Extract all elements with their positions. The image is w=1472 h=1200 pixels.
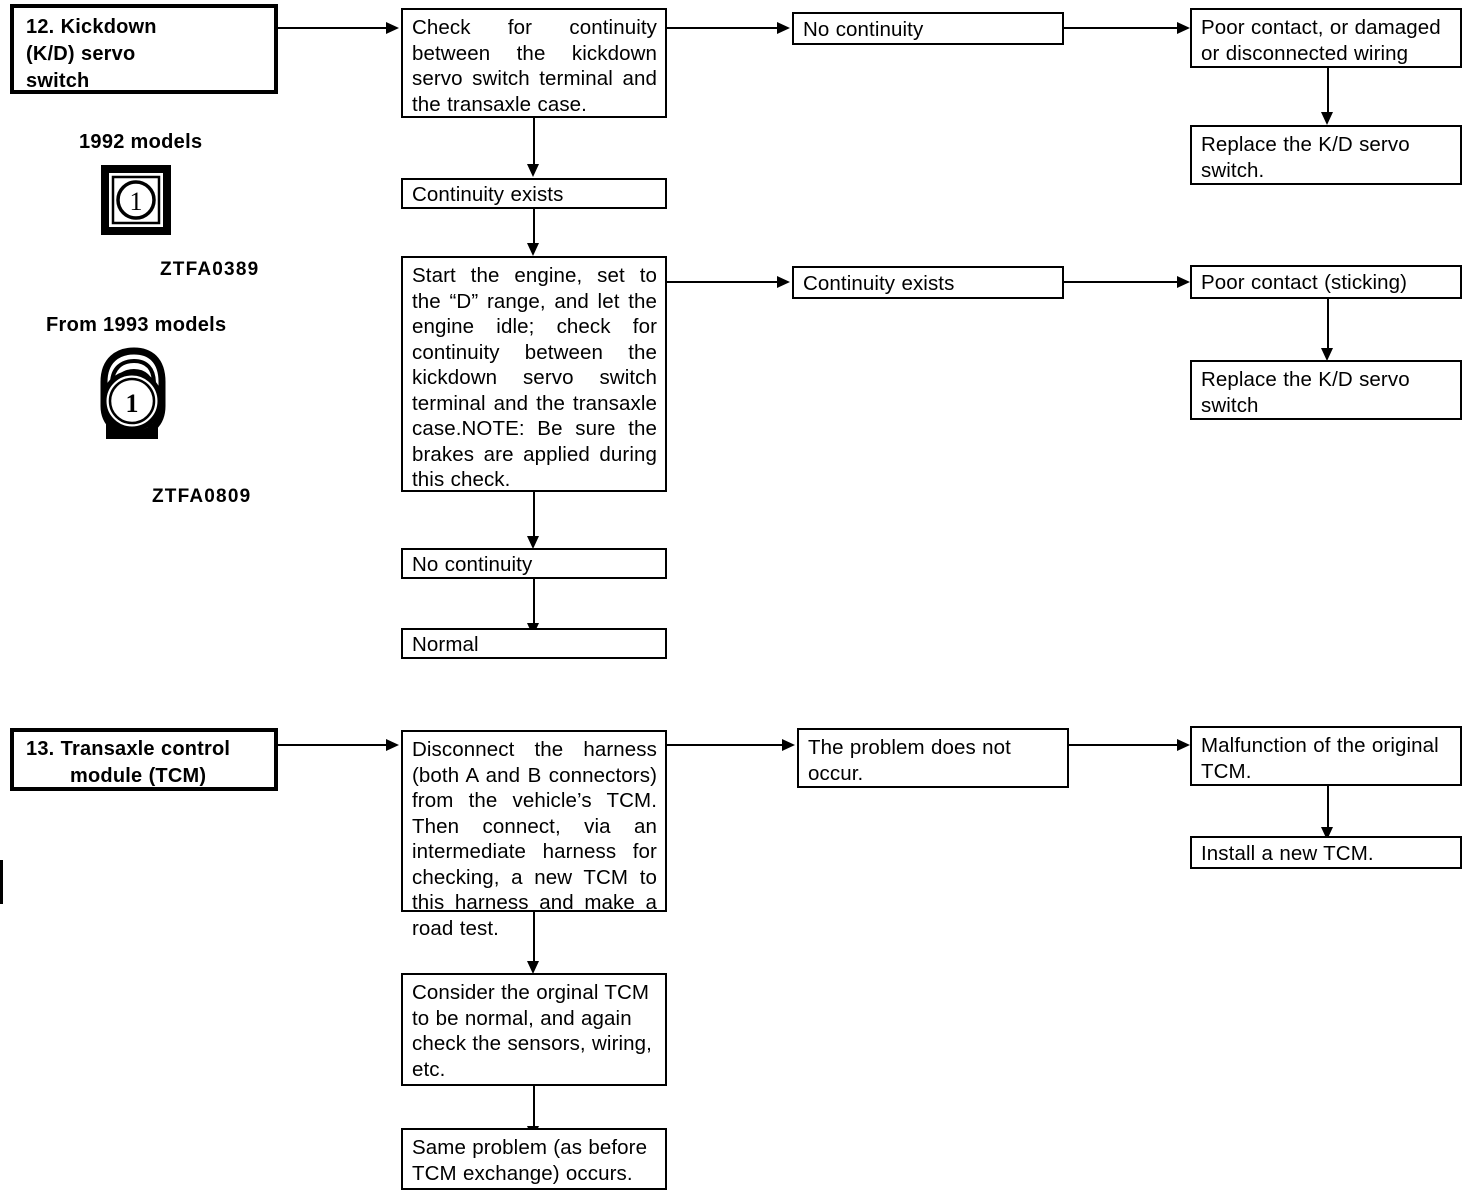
section-13-header-line-1: 13. Transaxle control (26, 738, 231, 760)
illustration-1992-caption: 1992 models (79, 131, 203, 153)
arrowhead-12-fault2-to-remedy2 (1321, 348, 1333, 361)
connector-12-nocontinuity-to-fault1 (1064, 27, 1177, 29)
box-12-continuity-exists-2: Continuity exists (792, 266, 1064, 299)
box-12-remedy-2: Replace the K/D servo switch (1190, 360, 1462, 420)
section-12-header-box: 12. Kickdown (K/D) servo switch (10, 4, 278, 94)
square-connector-icon: 1 (98, 162, 174, 243)
section-12-header-line-2: (K/D) servo (26, 43, 136, 65)
box-12-fault-2: Poor contact (sticking) (1190, 265, 1462, 299)
arrowhead-13-check1-to-consider (527, 961, 539, 974)
connector-13-consider-to-sameproblem (533, 1086, 535, 1130)
box-12-no-continuity: No continuity (792, 12, 1064, 45)
connector-13-fault1-to-remedy1 (1327, 786, 1329, 831)
box-12-normal: Normal (401, 628, 667, 659)
connector-13-result1-to-fault1 (1069, 744, 1177, 746)
connector-12-header-to-check1 (278, 27, 386, 29)
section-13-header-box: 13. Transaxle control module (TCM) (10, 728, 278, 791)
connector-12-continuity2-to-fault2 (1064, 281, 1177, 283)
connector-13-check1-to-consider (533, 912, 535, 964)
illustration-1992-code: ZTFA0389 (160, 259, 260, 280)
box-12-check-1: Check for continuity between the kickdow… (401, 8, 667, 118)
box-13-problem-not-occur: The problem does not occur. (797, 728, 1069, 788)
connector-13-check1-to-result1 (667, 744, 782, 746)
connector-12-check1-to-nocontinuity (667, 27, 777, 29)
round-connector-icon: 1 (84, 344, 178, 453)
arrowhead-12-check2-to-nocontinuity2 (527, 536, 539, 549)
arrowhead-12-check1-to-continuity (527, 164, 539, 177)
box-12-continuity-exists: Continuity exists (401, 178, 667, 209)
section-12-header-line-1: 12. Kickdown (26, 16, 157, 38)
box-13-fault-1: Malfunction of the original TCM. (1190, 726, 1462, 786)
arrowhead-12-check2-to-continuity2 (777, 276, 790, 288)
page-edge-tick (0, 860, 3, 904)
connector-12-check2-to-continuity2 (667, 281, 777, 283)
illustration-1993-code: ZTFA0809 (152, 486, 252, 507)
arrowhead-12-header-to-check1 (386, 22, 399, 34)
box-13-check-1: Disconnect the harness (both A and B con… (401, 730, 667, 940)
arrowhead-13-header-to-check1 (386, 739, 399, 751)
arrowhead-12-nocontinuity-to-fault1 (1177, 22, 1190, 34)
svg-text:1: 1 (130, 187, 143, 216)
connector-12-check2-to-nocontinuity2 (533, 492, 535, 539)
connector-13-header-to-check1 (278, 744, 386, 746)
svg-text:1: 1 (126, 389, 139, 418)
section-12-header-line-3: switch (26, 70, 90, 92)
box-12-no-continuity-2: No continuity (401, 548, 667, 579)
section-13-header-line-2: module (TCM) (70, 765, 207, 787)
arrowhead-12-fault1-to-remedy1 (1321, 112, 1333, 125)
box-13-install-new-tcm: Install a new TCM. (1190, 836, 1462, 869)
connector-12-fault1-to-remedy1 (1327, 68, 1329, 116)
arrowhead-13-check1-to-result1 (782, 739, 795, 751)
arrowhead-12-continuity-to-check2 (527, 243, 539, 256)
connector-12-nocontinuity2-to-normal (533, 579, 535, 626)
box-12-remedy-1: Replace the K/D servo switch. (1190, 125, 1462, 185)
box-12-fault-1: Poor contact, or damaged or disconnected… (1190, 8, 1462, 68)
arrowhead-12-continuity2-to-fault2 (1177, 276, 1190, 288)
connector-12-continuity-to-check2 (533, 209, 535, 247)
box-13-consider-original-tcm: Consider the orginal TCM to be normal, a… (401, 973, 667, 1086)
connector-12-fault2-to-remedy2 (1327, 299, 1329, 351)
arrowhead-12-check1-to-nocontinuity (777, 22, 790, 34)
connector-12-check1-to-continuity (533, 118, 535, 166)
illustration-1993-caption: From 1993 models (46, 314, 227, 336)
box-13-same-problem: Same problem (as before TCM exchange) oc… (401, 1128, 667, 1190)
box-12-check-2: Start the engine, set to the “D” range, … (401, 256, 667, 492)
arrowhead-13-result1-to-fault1 (1177, 739, 1190, 751)
